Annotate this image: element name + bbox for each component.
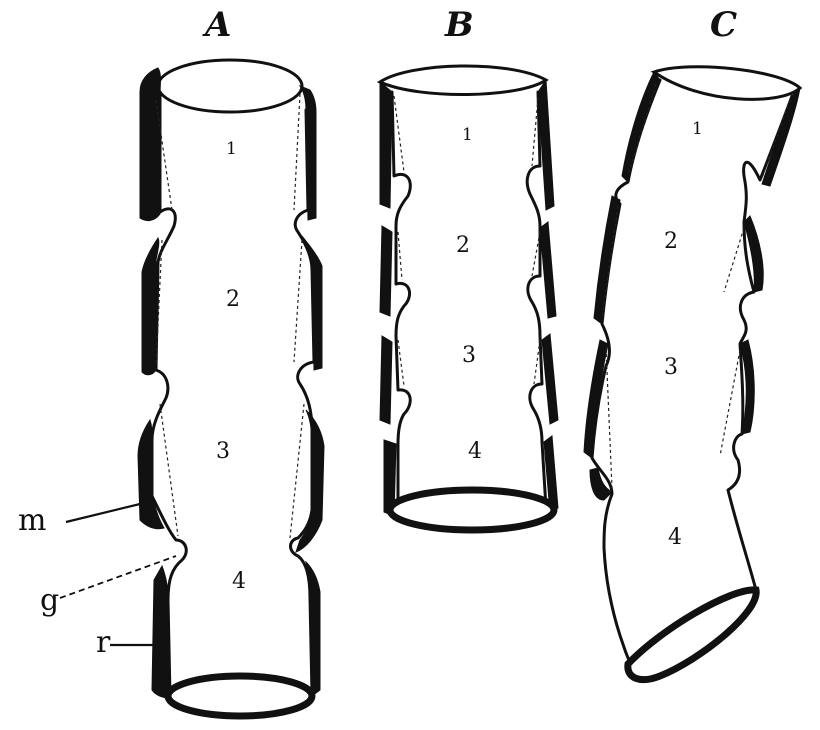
panel-a-segment-4: 4 — [232, 569, 246, 594]
panel-b-left-wall-3 — [379, 335, 393, 425]
panel-c-letter: C — [710, 5, 737, 45]
panel-c-segment-4: 4 — [668, 525, 682, 550]
panel-c-segment-3: 3 — [664, 355, 678, 380]
panel-a-segment-1: 1 — [226, 139, 237, 159]
panel-a-left-wall-1 — [139, 67, 161, 222]
panel-b-right-wall-3 — [541, 333, 559, 425]
callout-r-label: r — [96, 625, 111, 660]
panel-b-left-wall-1 — [379, 80, 393, 209]
panel-c-septum-lines — [601, 83, 791, 489]
panel-b-segment-2: 2 — [456, 233, 470, 258]
panel-b-segment-4: 4 — [468, 439, 482, 464]
panel-a-top-opening — [156, 58, 304, 114]
panel-a-segment-3: 3 — [216, 439, 230, 464]
panel-b-left-wall-2 — [379, 225, 393, 317]
callout-m-leader — [65, 502, 141, 524]
callout-m-label: m — [18, 503, 46, 538]
panel-b-top-opening — [376, 64, 549, 96]
panel-c-body-outline-left — [590, 78, 662, 670]
panel-a-letter: A — [202, 5, 231, 45]
panel-a-body-outline-left — [150, 94, 188, 698]
panel-a-segment-2: 2 — [226, 287, 240, 312]
panel-b-body-outline-right — [525, 90, 548, 510]
panel-a-septum-lines — [155, 93, 305, 539]
panel-c-top-opening — [650, 65, 803, 101]
panel-c-segment-2: 2 — [664, 229, 678, 254]
panel-a-right-wall-3 — [295, 409, 325, 553]
panel-c-body-outline-right — [726, 94, 794, 592]
panel-c-right-wall-1 — [761, 86, 801, 187]
panel-b-septum-lines — [393, 95, 541, 387]
panel-c-bottom-opening — [624, 586, 760, 683]
panel-b-right-wall-1 — [537, 78, 555, 211]
panel-b: B 1 2 3 4 — [376, 5, 559, 534]
panel-c: C 1 2 3 4 — [583, 5, 803, 683]
panel-b-bottom-opening — [386, 486, 558, 534]
panel-a-body-outline-right — [289, 108, 316, 696]
panel-a-bottom-opening — [164, 672, 316, 720]
panel-a: A 1 2 3 4 m g r — [18, 5, 325, 720]
panel-c-left-wall-3 — [583, 339, 609, 459]
callout-g-leader — [59, 555, 177, 599]
panel-b-body-outline-left — [390, 90, 412, 514]
panel-b-letter: B — [444, 5, 474, 45]
panel-a-left-wall-2 — [141, 237, 160, 376]
callout-g-label: g — [40, 583, 59, 618]
panel-c-left-wall-2 — [593, 195, 621, 325]
panel-c-segment-1: 1 — [692, 119, 703, 139]
panel-b-segment-3: 3 — [462, 343, 476, 368]
panel-b-right-wall-2 — [539, 221, 557, 319]
panel-b-segment-1: 1 — [462, 125, 473, 145]
